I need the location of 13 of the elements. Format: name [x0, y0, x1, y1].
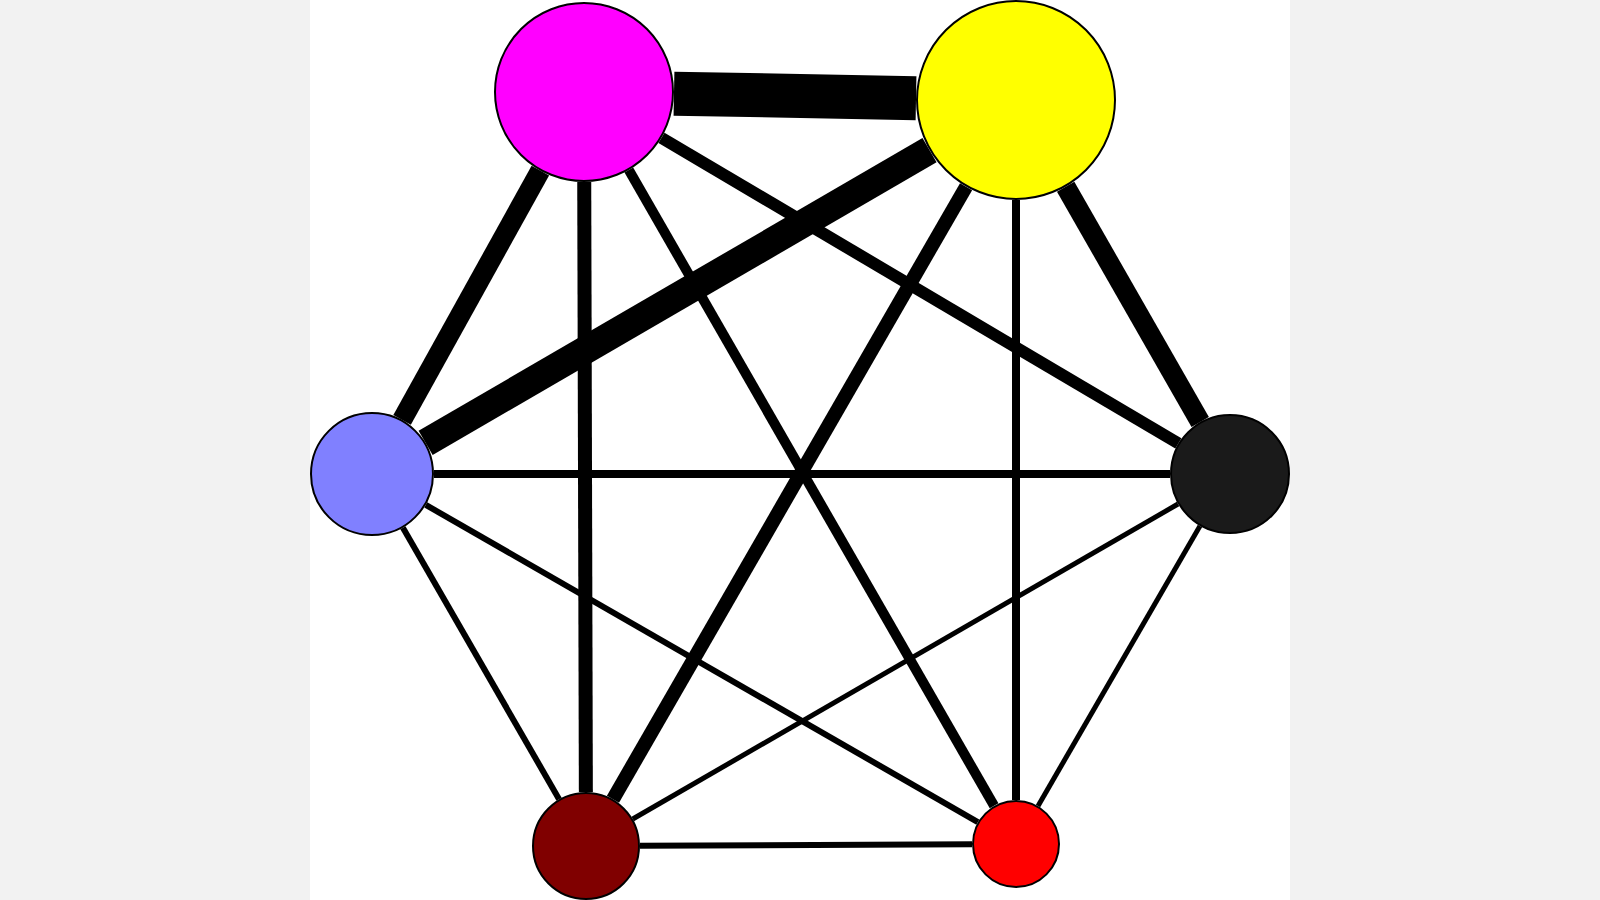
connector-line [640, 841, 972, 849]
connector-line [631, 501, 1180, 822]
connector-line [418, 138, 937, 455]
connector-line [400, 526, 562, 801]
connector-line [1035, 524, 1203, 808]
connector-line [424, 502, 980, 825]
connector-line [658, 132, 1182, 449]
connector-line [577, 181, 593, 793]
connector-line [393, 165, 550, 425]
connector-line [1057, 181, 1209, 427]
connector-line [434, 470, 1170, 478]
connector-line [1012, 200, 1020, 800]
connector-line [673, 71, 917, 121]
